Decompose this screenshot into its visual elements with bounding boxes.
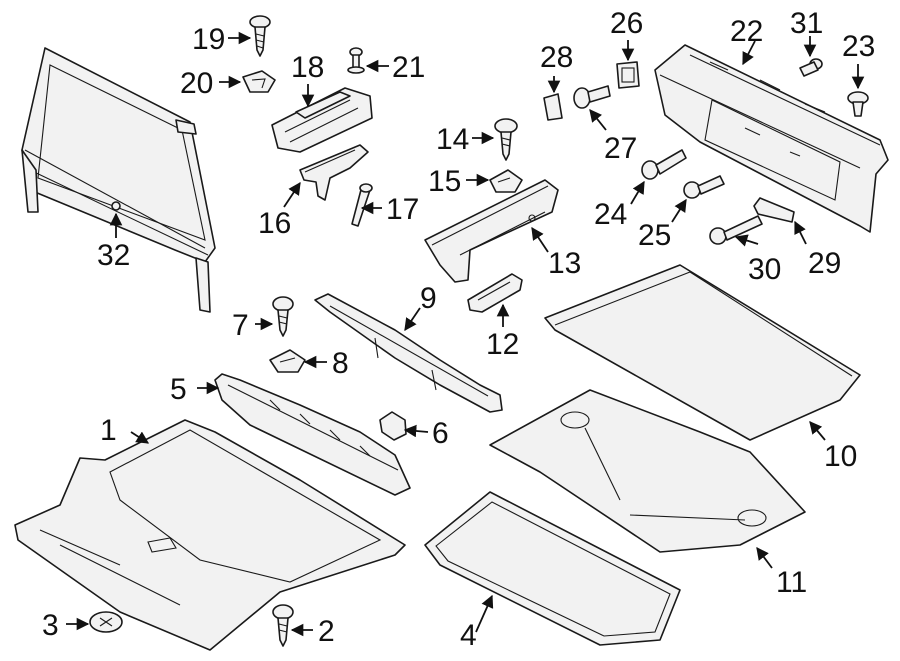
callout-7: 7 <box>232 309 249 342</box>
part-14-screw <box>494 118 518 161</box>
callout-32: 32 <box>97 239 130 272</box>
part-8-clip-nut <box>269 349 306 373</box>
callout-28: 28 <box>540 41 573 74</box>
part-26-pad <box>616 61 640 89</box>
part-29-bracket <box>753 197 795 223</box>
part-22-package-tray <box>654 44 889 233</box>
callout-1: 1 <box>100 414 117 447</box>
part-10-load-floor <box>544 264 861 441</box>
callout-22: 22 <box>730 15 763 48</box>
callout-3: 3 <box>42 609 59 642</box>
callout-13: 13 <box>548 247 581 280</box>
callout-labels: 1 2 3 4 5 6 7 8 9 10 11 12 13 14 15 16 1… <box>42 7 875 652</box>
part-3-plug <box>89 611 123 633</box>
callout-19: 19 <box>192 23 225 56</box>
part-6-clip <box>379 411 407 441</box>
part-1-rear-floor-panel <box>14 419 406 651</box>
part-31-rivet <box>799 58 823 77</box>
callout-27: 27 <box>604 132 637 165</box>
callout-26: 26 <box>610 7 643 40</box>
callout-16: 16 <box>258 207 291 240</box>
part-16-hinge-bracket <box>299 144 369 201</box>
part-2-screw <box>272 604 294 647</box>
part-30-bolt <box>709 215 763 245</box>
part-15-clip-nut <box>489 169 523 193</box>
callout-18: 18 <box>291 51 324 84</box>
part-21-push-pin <box>347 47 365 74</box>
callout-14: 14 <box>436 123 469 156</box>
callout-12: 12 <box>486 328 519 361</box>
callout-17: 17 <box>386 193 419 226</box>
part-17-pin <box>351 183 373 227</box>
callout-31: 31 <box>790 7 823 40</box>
callout-24: 24 <box>594 198 627 231</box>
part-19-screw <box>249 15 271 57</box>
part-13-trim-panel <box>424 179 559 283</box>
part-12-clip <box>467 273 523 313</box>
part-25-bolt <box>683 175 725 199</box>
part-24-bolt <box>641 149 687 180</box>
callout-23: 23 <box>842 30 875 63</box>
part-20-clip-nut <box>242 70 276 93</box>
part-27-bolt <box>573 85 611 109</box>
part-9-trim-rail <box>314 293 503 413</box>
callout-6: 6 <box>432 417 449 450</box>
callout-10: 10 <box>824 440 857 473</box>
part-32-cargo-net-frame <box>21 47 216 313</box>
callout-9: 9 <box>420 282 437 315</box>
callout-21: 21 <box>392 51 425 84</box>
part-5-sill-trim <box>214 373 411 496</box>
callout-11: 11 <box>776 566 807 599</box>
part-28-clip <box>543 93 563 121</box>
part-4-floor-mat <box>424 491 681 646</box>
leader-lines <box>66 31 865 637</box>
callout-4: 4 <box>460 619 477 652</box>
callout-8: 8 <box>332 347 349 380</box>
callout-29: 29 <box>808 247 841 280</box>
part-23-push-clip <box>847 91 869 117</box>
callout-5: 5 <box>170 373 187 406</box>
callout-2: 2 <box>318 615 335 648</box>
callout-30: 30 <box>748 253 781 286</box>
part-7-screw <box>272 296 294 337</box>
callout-15: 15 <box>428 165 461 198</box>
callout-25: 25 <box>638 219 671 252</box>
callout-20: 20 <box>180 67 213 100</box>
part-11-cargo-mat <box>489 389 806 553</box>
part-18-bracket <box>271 87 373 153</box>
